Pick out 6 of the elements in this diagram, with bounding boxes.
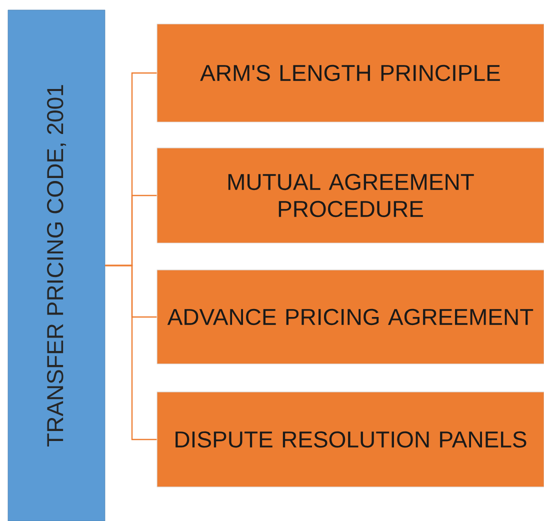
category-box: ARM'S LENGTH PRINCIPLE xyxy=(156,24,544,122)
category-box: DISPUTE RESOLUTION PANELS xyxy=(156,392,544,488)
title-bar: TRANSFER PRICING CODE, 2001 xyxy=(8,10,106,521)
category-box: MUTUAL AGREEMENT PROCEDURE xyxy=(156,148,544,244)
connector xyxy=(105,264,157,440)
category-box: ADVANCE PRICING AGREEMENT xyxy=(156,270,544,364)
